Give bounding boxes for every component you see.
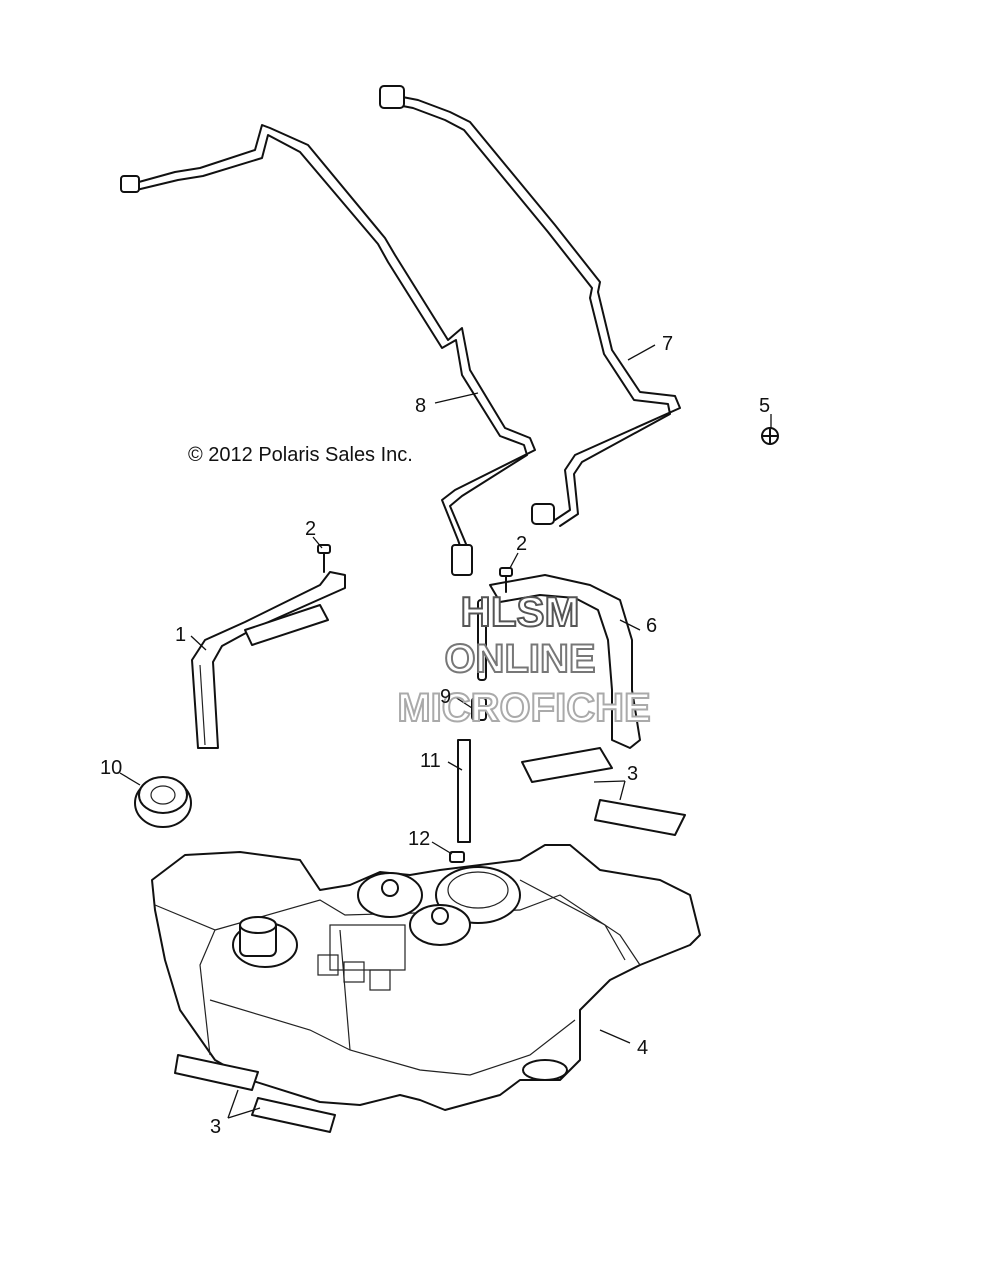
callout-10: 10 (100, 757, 122, 779)
callout-7: 7 (662, 333, 673, 355)
leader-lines (119, 344, 772, 1119)
fuel-tank-4 (151, 844, 701, 1111)
bolt-2-left (317, 544, 331, 573)
vent-hose-8 (120, 124, 536, 576)
pad-3-left-upper (244, 604, 329, 646)
watermark: HLSM ONLINE MICROFICHE (396, 587, 651, 731)
callout-2-right: 2 (516, 533, 527, 555)
clip-5 (761, 427, 779, 445)
callout-5: 5 (759, 395, 770, 417)
callout-12: 12 (408, 828, 430, 850)
watermark-line-2: ONLINE (444, 637, 595, 681)
fuel-cap-10 (134, 776, 192, 828)
bolt-2-right (499, 567, 513, 593)
watermark-line-1: HLSM (461, 588, 580, 635)
callout-8: 8 (415, 395, 426, 417)
tube-11 (457, 739, 471, 843)
callout-3-left: 3 (210, 1116, 221, 1138)
vent-hose-7 (379, 85, 681, 527)
pad-3-left-a (174, 1054, 259, 1091)
strap-6 (489, 574, 641, 749)
strap-1 (191, 571, 346, 749)
callout-11: 11 (420, 750, 441, 772)
watermark-line-3: MICROFICHE (397, 686, 650, 730)
callout-9: 9 (440, 686, 451, 708)
callout-2-left: 2 (305, 518, 316, 540)
clamp-12 (449, 851, 465, 863)
fitting-9 (471, 599, 487, 721)
callout-1: 1 (175, 624, 186, 646)
pad-3-right-b (594, 799, 686, 836)
copyright-text: © 2012 Polaris Sales Inc. (188, 444, 413, 466)
callout-4: 4 (637, 1037, 648, 1059)
pad-3-right-a (521, 747, 613, 783)
callout-3-right: 3 (627, 763, 638, 785)
callout-6: 6 (646, 615, 657, 637)
